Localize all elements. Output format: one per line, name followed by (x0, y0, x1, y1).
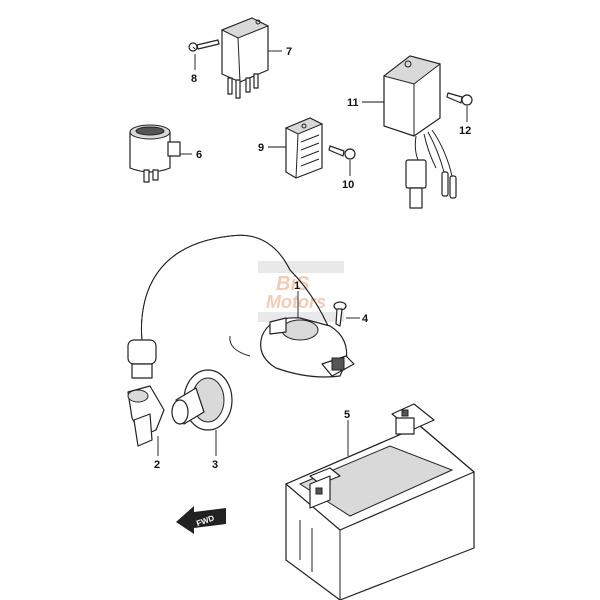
part-boot (171, 369, 233, 431)
callout-12: 12 (459, 125, 471, 137)
part-screw-8 (188, 39, 220, 52)
leader-lines (157, 50, 468, 456)
watermark-bar-bottom (258, 312, 344, 322)
watermark: BiS Motors (258, 261, 344, 322)
part-screw-12 (446, 92, 473, 106)
watermark-bar-top (258, 261, 344, 273)
callout-10: 10 (342, 179, 354, 191)
part-relay (220, 17, 270, 99)
callout-3: 3 (212, 459, 218, 471)
callout-6: 6 (196, 149, 202, 161)
part-battery (285, 403, 475, 600)
callout-2: 2 (154, 459, 160, 471)
callout-11: 11 (347, 97, 359, 109)
callout-5: 5 (344, 409, 350, 421)
callout-9: 9 (258, 142, 264, 154)
callout-1: 1 (294, 280, 300, 292)
callouts: 1 2 3 4 5 6 7 8 9 10 11 12 (154, 46, 471, 471)
part-flasher (129, 124, 181, 183)
watermark-line2: Motors (266, 292, 326, 312)
part-ignition-coil (140, 234, 355, 378)
part-screw-10 (328, 145, 356, 160)
part-cdi-unit (382, 55, 457, 209)
part-plug-cap (127, 339, 165, 447)
part-screw-4 (333, 301, 347, 327)
part-regulator (284, 117, 324, 179)
callout-4: 4 (362, 313, 369, 325)
callout-7: 7 (286, 46, 292, 58)
fwd-arrow: FWD (176, 506, 226, 534)
watermark-line1: BiS (276, 273, 310, 295)
callout-8: 8 (191, 73, 197, 85)
